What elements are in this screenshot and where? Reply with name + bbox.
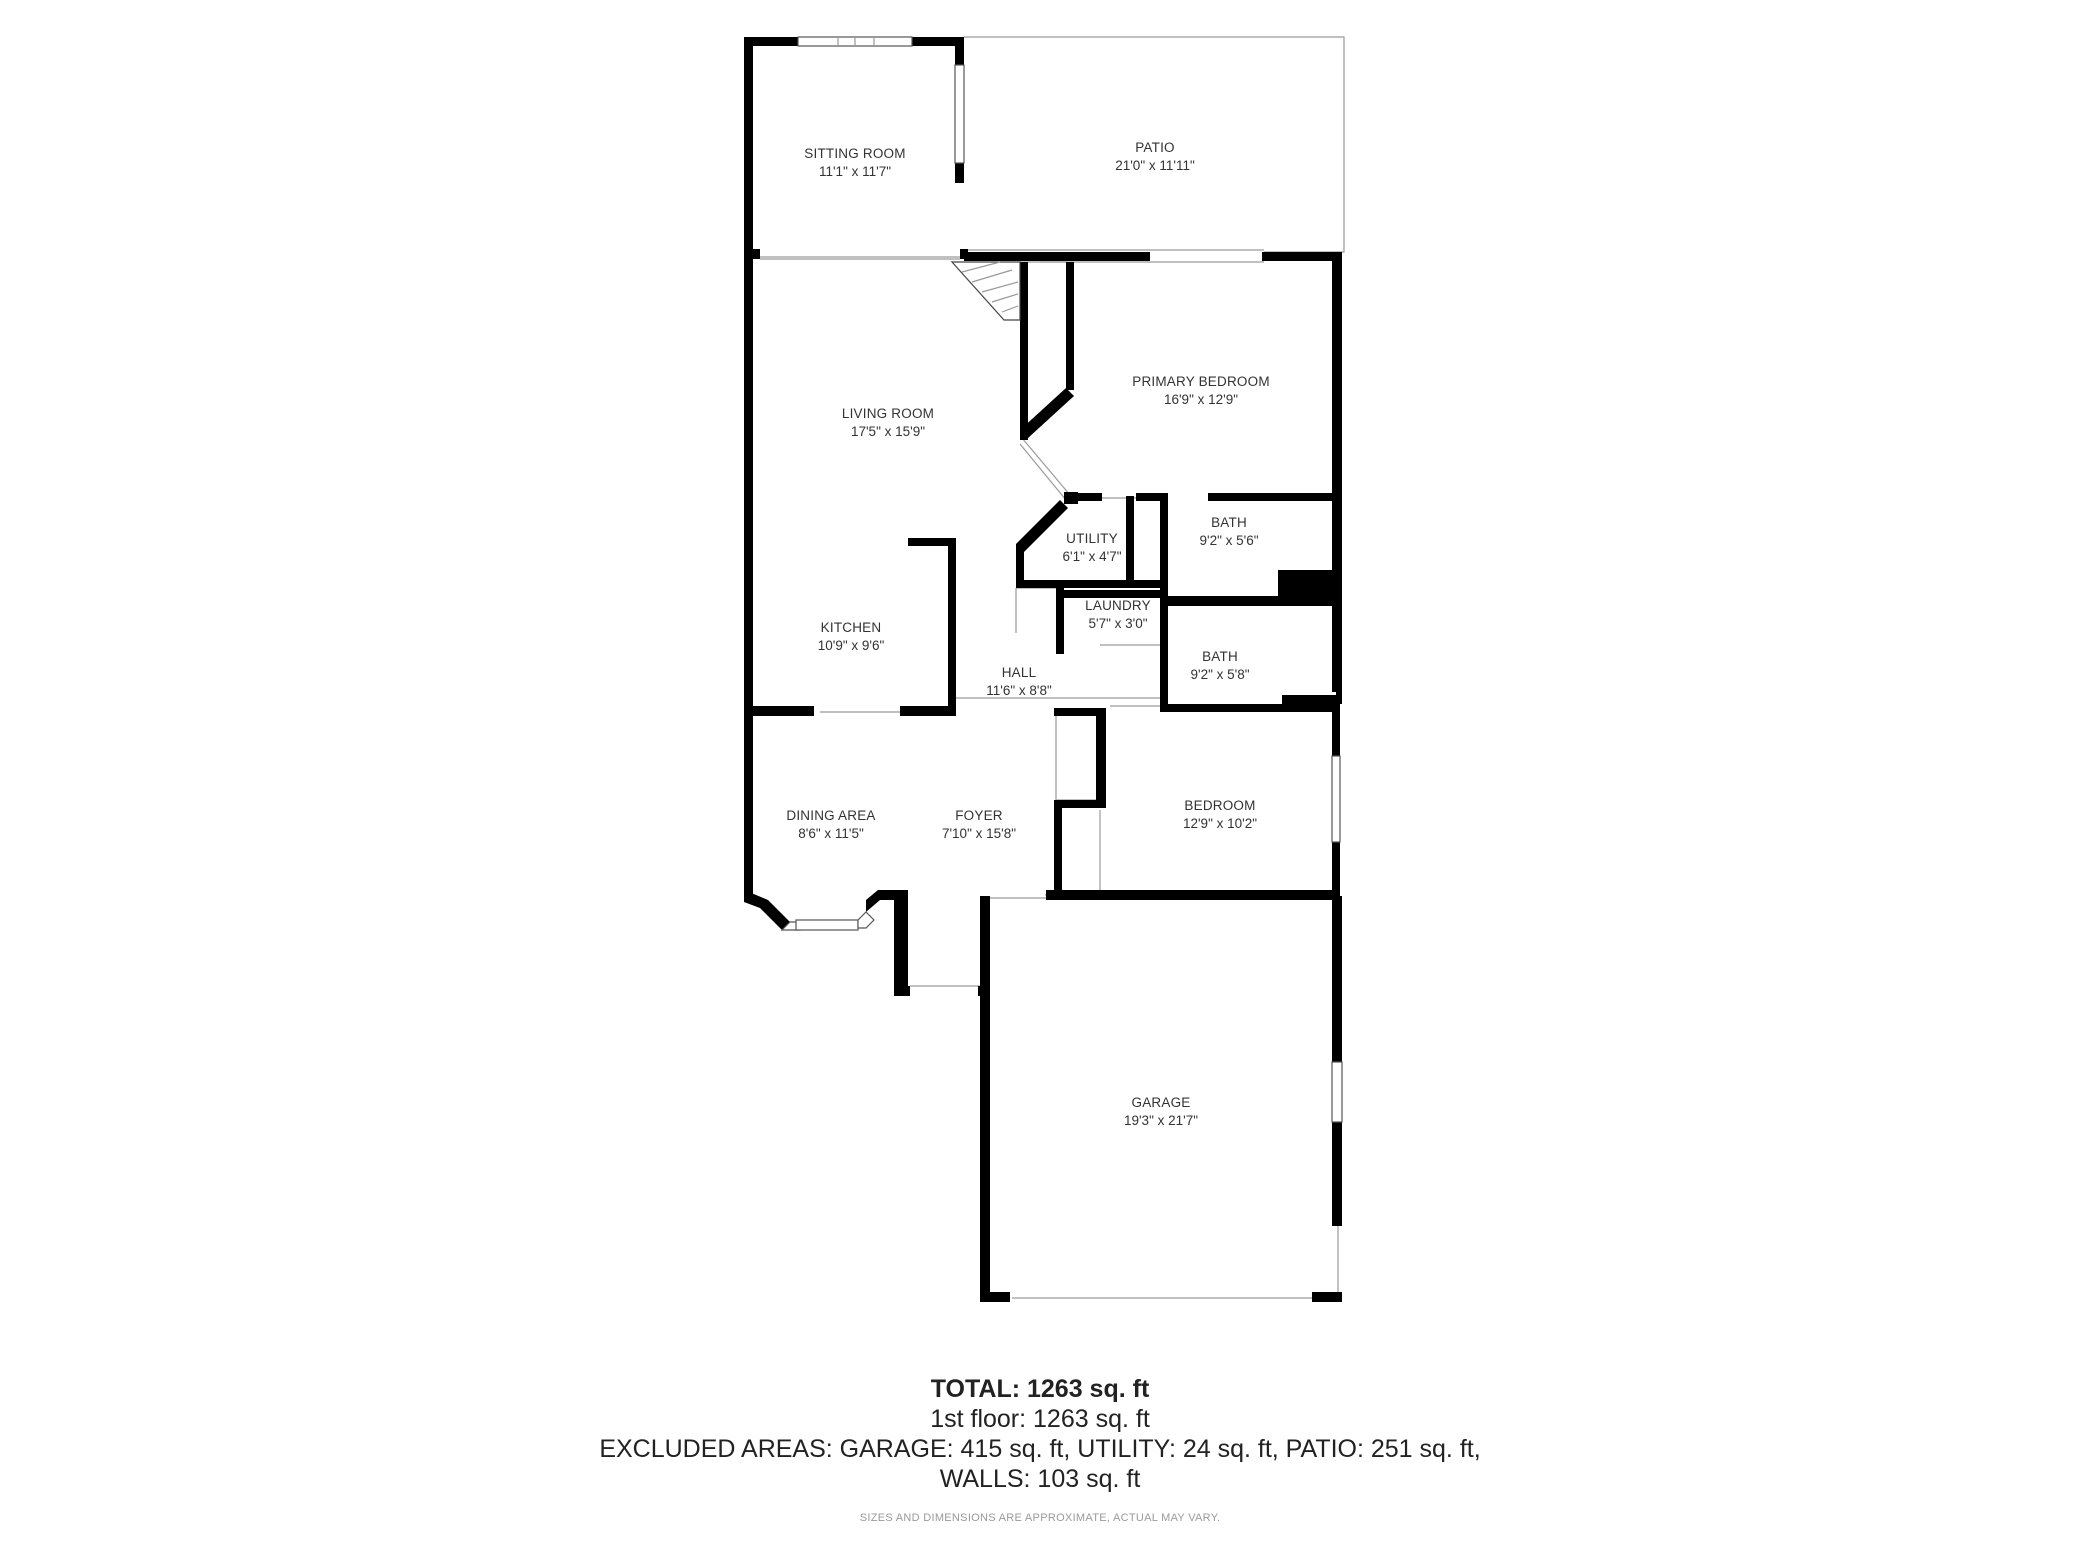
dim-bath-1: 9'2" x 5'6"	[1199, 533, 1258, 548]
label-bedroom: BEDROOM	[1184, 798, 1255, 813]
area-summary: TOTAL: 1263 sq. ft 1st floor: 1263 sq. f…	[0, 1374, 2080, 1524]
total-area: TOTAL: 1263 sq. ft	[930, 1375, 1150, 1403]
floor-area: 1st floor: 1263 sq. ft	[930, 1405, 1150, 1433]
label-bath-2: BATH	[1202, 649, 1238, 664]
walls	[744, 37, 1342, 1302]
excluded-areas: EXCLUDED AREAS: GARAGE: 415 sq. ft, UTIL…	[599, 1435, 1481, 1463]
label-bath-1: BATH	[1211, 515, 1247, 530]
label-foyer: FOYER	[955, 808, 1003, 823]
label-utility: UTILITY	[1066, 531, 1118, 546]
dim-living-room: 17'5" x 15'9"	[851, 424, 925, 439]
dim-sitting-room: 11'1" x 11'7"	[819, 164, 891, 179]
label-patio: PATIO	[1135, 140, 1175, 155]
dim-patio: 21'0" x 11'11"	[1115, 158, 1195, 173]
room-labels: SITTING ROOM 11'1" x 11'7" PATIO 21'0" x…	[786, 140, 1269, 1128]
disclaimer: SIZES AND DIMENSIONS ARE APPROXIMATE, AC…	[859, 1512, 1221, 1524]
label-kitchen: KITCHEN	[821, 620, 882, 635]
label-sitting-room: SITTING ROOM	[804, 146, 905, 161]
thin-outlines	[760, 36, 1345, 1299]
dim-utility: 6'1" x 4'7"	[1062, 549, 1121, 564]
dim-garage: 19'3" x 21'7"	[1124, 1113, 1198, 1128]
dim-foyer: 7'10" x 15'8"	[942, 826, 1016, 841]
dim-laundry: 5'7" x 3'0"	[1088, 616, 1147, 631]
walls-area: WALLS: 103 sq. ft	[939, 1465, 1141, 1493]
dim-kitchen: 10'9" x 9'6"	[818, 638, 885, 653]
dim-bath-2: 9'2" x 5'8"	[1190, 667, 1249, 682]
label-hall: HALL	[1002, 665, 1037, 680]
label-garage: GARAGE	[1132, 1095, 1191, 1110]
dim-dining-area: 8'6" x 11'5"	[798, 826, 864, 841]
label-dining-area: DINING AREA	[786, 808, 875, 823]
windows	[780, 36, 1343, 1123]
dim-primary-bedroom: 16'9" x 12'9"	[1164, 392, 1238, 407]
label-living-room: LIVING ROOM	[842, 406, 934, 421]
label-laundry: LAUNDRY	[1085, 598, 1151, 613]
dim-bedroom: 12'9" x 10'2"	[1183, 816, 1257, 831]
label-primary-bedroom: PRIMARY BEDROOM	[1132, 374, 1270, 389]
stairs	[950, 261, 1021, 321]
dim-hall: 11'6" x 8'8"	[986, 683, 1052, 698]
